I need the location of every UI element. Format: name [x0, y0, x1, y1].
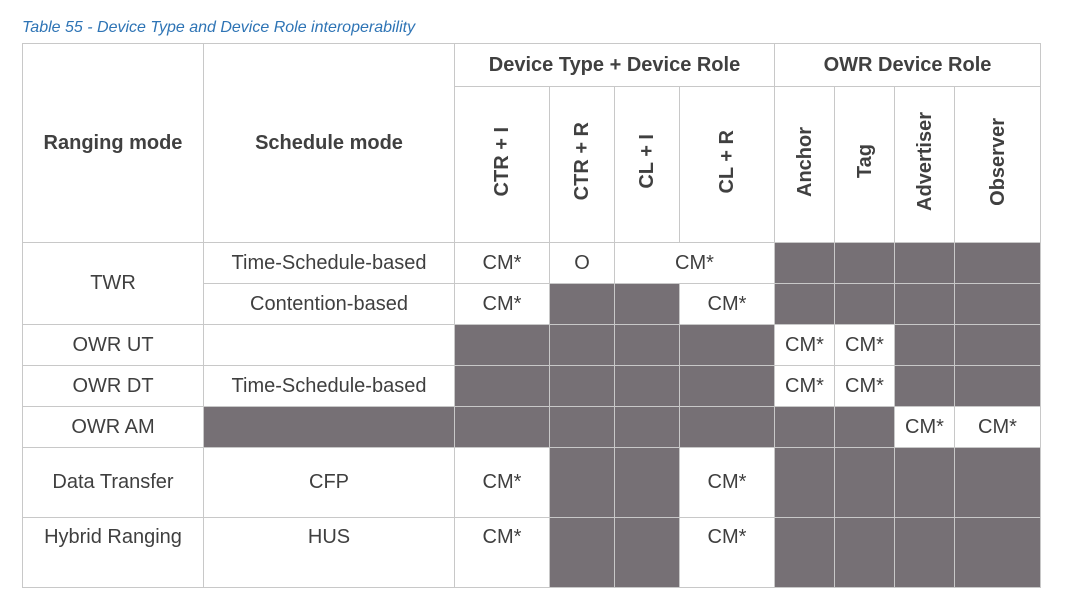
- shaded-cell: [954, 324, 1041, 366]
- header-tag-label: Tag: [853, 144, 876, 179]
- shaded-cell: [549, 447, 615, 518]
- table-cell: CM*: [679, 447, 775, 518]
- shaded-cell: [774, 283, 835, 325]
- table-cell: CM*: [679, 283, 775, 325]
- schedule-cell: Time-Schedule-based: [203, 365, 455, 407]
- schedule-cell-empty: [203, 324, 455, 366]
- shaded-cell: [834, 406, 895, 448]
- shaded-cell: [894, 283, 955, 325]
- shaded-cell: [894, 324, 955, 366]
- table-row-twr-contention: Contention-based CM* CM*: [23, 283, 1041, 325]
- shaded-cell: [549, 365, 615, 407]
- shaded-cell: [894, 447, 955, 518]
- header-device-type-role: Device Type + Device Role: [454, 43, 775, 87]
- interoperability-table: Ranging mode Schedule mode Device Type +…: [22, 43, 1041, 588]
- row-label-data-transfer: Data Transfer: [22, 447, 204, 518]
- shaded-cell: [679, 365, 775, 407]
- shaded-cell: [549, 406, 615, 448]
- shaded-cell: [679, 406, 775, 448]
- shaded-cell: [774, 406, 835, 448]
- header-ctr-i: CTR + I: [454, 86, 550, 243]
- header-row-groups: Ranging mode Schedule mode Device Type +…: [22, 43, 1041, 243]
- table-row-owr-am: OWR AM CM* CM*: [22, 406, 1041, 448]
- shaded-cell: [954, 447, 1041, 518]
- shaded-cell: [834, 283, 895, 325]
- header-ctr-i-label: CTR + I: [491, 126, 513, 197]
- table-cell-merged: CM*: [614, 242, 775, 284]
- schedule-cell: CFP: [203, 447, 455, 518]
- table-row-data-transfer: Data Transfer CFP CM* CM*: [22, 447, 1041, 518]
- table-cell: CM*: [679, 517, 775, 588]
- header-cl-i-label: CL + I: [636, 134, 658, 189]
- table-cell: CM*: [774, 365, 835, 407]
- table-row-owr-ut: OWR UT CM* CM*: [22, 324, 1041, 366]
- header-ctr-r-label: CTR + R: [571, 122, 593, 201]
- header-row-columns: CTR + I CTR + R CL + I CL + R Anchor Tag…: [23, 86, 1041, 243]
- header-ctr-r: CTR + R: [549, 86, 615, 243]
- header-cl-i: CL + I: [614, 86, 680, 243]
- shaded-cell: [454, 365, 550, 407]
- row-label-hybrid-ranging: Hybrid Ranging: [22, 517, 204, 588]
- shaded-cell: [834, 447, 895, 518]
- table-row-owr-dt: OWR DT Time-Schedule-based CM* CM*: [22, 365, 1041, 407]
- table-row-twr-time-schedule: TWR Time-Schedule-based CM* O CM*: [22, 242, 1041, 325]
- table-cell: CM*: [454, 447, 550, 518]
- table-row-hybrid-ranging: Hybrid Ranging HUS CM* CM*: [22, 517, 1041, 588]
- shaded-cell: [774, 517, 835, 588]
- header-anchor: Anchor: [774, 86, 835, 243]
- header-cl-r: CL + R: [679, 86, 775, 243]
- shaded-cell: [549, 517, 615, 588]
- header-ranging-mode: Ranging mode: [22, 43, 204, 243]
- shaded-cell: [614, 283, 680, 325]
- shaded-cell: [454, 406, 550, 448]
- shaded-cell: [954, 283, 1041, 325]
- header-schedule-mode: Schedule mode: [203, 43, 455, 243]
- header-anchor-label: Anchor: [793, 126, 816, 197]
- row-label-owr-am: OWR AM: [22, 406, 204, 448]
- shaded-cell: [954, 517, 1041, 588]
- table-cell: CM*: [454, 517, 550, 588]
- shaded-cell: [203, 406, 455, 448]
- header-observer-label: Observer: [986, 117, 1009, 206]
- shaded-cell: [774, 242, 835, 284]
- table-caption: Table 55 - Device Type and Device Role i…: [22, 19, 416, 36]
- shaded-cell: [549, 283, 615, 325]
- shaded-cell: [834, 242, 895, 284]
- row-label-owr-ut: OWR UT: [22, 324, 204, 366]
- row-label-twr: TWR: [22, 242, 204, 325]
- header-tag: Tag: [834, 86, 895, 243]
- shaded-cell: [614, 517, 680, 588]
- header-observer: Observer: [954, 86, 1041, 243]
- shaded-cell: [614, 365, 680, 407]
- row-label-owr-dt: OWR DT: [22, 365, 204, 407]
- table-cell: CM*: [834, 365, 895, 407]
- table-cell: CM*: [954, 406, 1041, 448]
- shaded-cell: [834, 517, 895, 588]
- shaded-cell: [614, 406, 680, 448]
- table-cell: CM*: [834, 324, 895, 366]
- header-cl-r-label: CL + R: [716, 129, 738, 194]
- shaded-cell: [774, 447, 835, 518]
- shaded-cell: [614, 447, 680, 518]
- header-advertiser-label: Advertiser: [913, 112, 936, 211]
- table-cell: CM*: [894, 406, 955, 448]
- table-cell: O: [549, 242, 615, 284]
- schedule-cell: HUS: [203, 517, 455, 588]
- header-owr-device-role: OWR Device Role: [774, 43, 1041, 87]
- shaded-cell: [954, 242, 1041, 284]
- schedule-cell: Contention-based: [203, 283, 455, 325]
- schedule-cell: Time-Schedule-based: [203, 242, 455, 284]
- shaded-cell: [894, 517, 955, 588]
- header-advertiser: Advertiser: [894, 86, 955, 243]
- shaded-cell: [894, 365, 955, 407]
- shaded-cell: [549, 324, 615, 366]
- shaded-cell: [954, 365, 1041, 407]
- table-cell: CM*: [774, 324, 835, 366]
- shaded-cell: [679, 324, 775, 366]
- table-cell: CM*: [454, 242, 550, 284]
- shaded-cell: [454, 324, 550, 366]
- shaded-cell: [614, 324, 680, 366]
- shaded-cell: [894, 242, 955, 284]
- table-cell: CM*: [454, 283, 550, 325]
